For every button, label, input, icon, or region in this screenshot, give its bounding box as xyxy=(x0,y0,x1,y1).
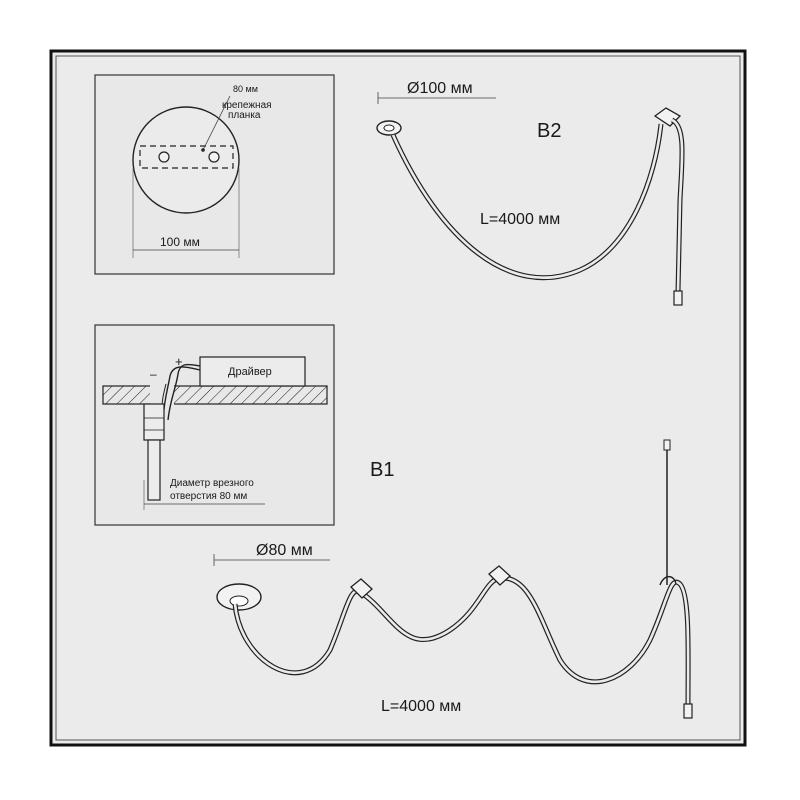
b1-hook xyxy=(659,575,677,586)
driver-box xyxy=(199,356,306,387)
b2-end-cap xyxy=(673,290,683,306)
plate-length-label: 80 мм xyxy=(233,84,258,94)
hole-label-line1: Диаметр врезного xyxy=(170,478,254,489)
inner-frame xyxy=(55,55,741,741)
b1-model-name: B1 xyxy=(370,459,394,481)
canopy-circle xyxy=(132,106,240,214)
minus-sign: – xyxy=(150,367,157,381)
bracket-hole-left xyxy=(158,151,170,163)
outer-frame xyxy=(49,49,747,747)
plus-sign: + xyxy=(175,354,183,369)
b1-holder-right xyxy=(488,565,511,586)
b1-canopy-diameter: Ø80 мм xyxy=(256,542,313,559)
bracket-label-line1: крепежная xyxy=(222,100,272,111)
b1-wire-top-cap xyxy=(663,439,671,451)
driver-label: Драйвер xyxy=(228,366,272,378)
hole-label-line2: отверстия 80 мм xyxy=(170,491,247,502)
b2-length: L=4000 мм xyxy=(480,211,560,228)
light-tube xyxy=(147,439,161,501)
b2-model-name: B2 xyxy=(537,120,561,142)
ceiling-inset: Драйвер – + Диаметр врезного отверстия 8… xyxy=(94,324,335,526)
wire-plus xyxy=(167,363,201,421)
model-b1: B1 Ø80 мм L=4000 мм xyxy=(213,439,693,719)
tube-connector xyxy=(143,403,165,441)
bracket-label-line2: планка xyxy=(228,110,261,121)
b1-length: L=4000 мм xyxy=(381,698,461,715)
bracket-hole-right xyxy=(208,151,220,163)
mount-plate-inset: 80 мм крепежная планка 100 мм xyxy=(94,74,335,275)
model-b2: Ø100 мм B2 L=4000 мм xyxy=(376,80,685,306)
b1-end-cap xyxy=(683,703,693,719)
b1-holder-left xyxy=(350,578,373,599)
ceiling-slab xyxy=(102,385,328,405)
canopy-diameter-label: 100 мм xyxy=(160,235,200,249)
ceiling-hole xyxy=(150,385,174,405)
mounting-bracket xyxy=(139,145,234,169)
b2-canopy-diameter: Ø100 мм xyxy=(407,80,473,97)
